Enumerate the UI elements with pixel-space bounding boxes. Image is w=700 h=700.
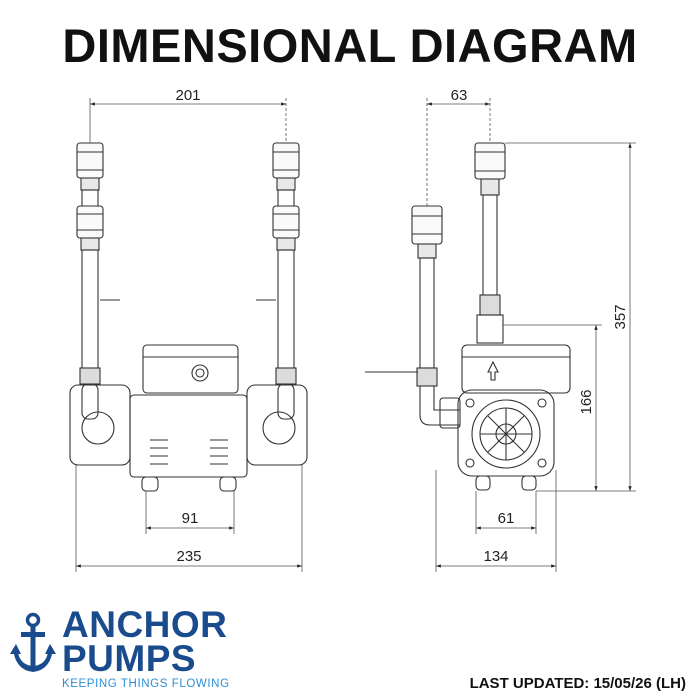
brand-line-2: PUMPS	[62, 638, 197, 679]
dim-label-61: 61	[498, 510, 515, 527]
anchor-icon	[10, 612, 56, 672]
dim-label-201: 201	[175, 87, 200, 104]
dim-label-63: 63	[451, 87, 468, 104]
front-right-pump-head	[246, 384, 308, 466]
side-terminal-box	[461, 344, 571, 394]
front-terminal-box	[142, 344, 239, 394]
front-motor-body	[129, 394, 248, 478]
brand-line-1: ANCHOR	[62, 604, 228, 645]
page-title: DIMENSIONAL DIAGRAM	[62, 19, 638, 72]
motor-vents	[150, 439, 228, 465]
side-outlet-pipe	[474, 142, 506, 344]
front-view	[69, 142, 308, 492]
dim-label-235: 235	[176, 548, 201, 565]
last-updated-text: LAST UPDATED: 15/05/26 (LH)	[469, 675, 686, 692]
brand-tagline: KEEPING THINGS FLOWING	[62, 678, 230, 690]
dim-label-166: 166	[578, 389, 595, 414]
front-left-pipe	[76, 142, 120, 420]
front-left-pump-head	[69, 384, 131, 466]
side-inlet-pipe	[365, 205, 460, 426]
dim-label-134: 134	[483, 548, 508, 565]
side-pump-body	[457, 389, 555, 477]
anchor-pumps-logo: ANCHOR PUMPS KEEPING THINGS FLOWING	[10, 606, 270, 696]
side-view	[365, 142, 571, 491]
dim-label-357: 357	[612, 304, 629, 329]
dim-label-91: 91	[182, 510, 199, 527]
dimension-lines	[75, 98, 636, 572]
front-right-pipe	[256, 142, 300, 420]
